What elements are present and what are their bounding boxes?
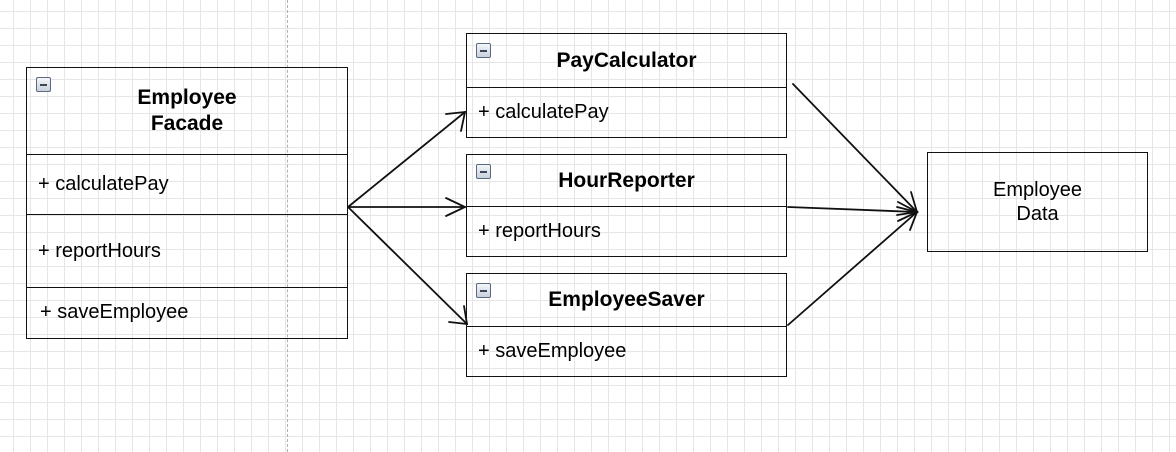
employee-saver-header[interactable]: EmployeeSaver: [467, 274, 786, 327]
class-title: EmployeeSaver: [548, 288, 705, 311]
class-title-line2: Facade: [150, 112, 224, 135]
class-title: HourReporter: [558, 168, 695, 192]
arrow-facade-to-hour-reporter: [347, 197, 468, 217]
method-report-hours[interactable]: + reportHours: [27, 215, 347, 288]
employee-facade-class[interactable]: Employee Facade + calculatePay + reportH…: [26, 67, 348, 339]
arrow-facade-to-pay-calculator: [347, 110, 467, 208]
collapse-icon[interactable]: [476, 43, 491, 58]
class-title: PayCalculator: [556, 48, 697, 72]
method-save-employee[interactable]: + saveEmployee: [478, 339, 627, 362]
collapse-icon[interactable]: [476, 283, 491, 298]
hour-reporter-header[interactable]: HourReporter: [467, 155, 786, 207]
arrow-facade-to-employee-saver: [347, 206, 469, 326]
method-save-employee[interactable]: + saveEmployee: [40, 301, 189, 323]
dashed-guide-line: [287, 0, 288, 452]
pay-calculator-class[interactable]: PayCalculator + calculatePay: [466, 33, 787, 138]
method-calculate-pay[interactable]: + calculatePay: [478, 100, 609, 123]
employee-saver-class[interactable]: EmployeeSaver + saveEmployee: [466, 273, 787, 377]
method-report-hours[interactable]: + reportHours: [478, 219, 601, 242]
collapse-icon[interactable]: [36, 77, 51, 92]
pay-calculator-header[interactable]: PayCalculator: [467, 34, 786, 88]
method-calculate-pay[interactable]: + calculatePay: [27, 155, 347, 215]
hour-reporter-class[interactable]: HourReporter + reportHours: [466, 154, 787, 257]
arrow-pay-calculator-to-data: [792, 83, 919, 214]
employee-data-box[interactable]: Employee Data: [927, 152, 1148, 252]
arrow-hour-reporter-to-data: [787, 201, 920, 222]
employee-facade-header[interactable]: Employee Facade: [27, 68, 347, 155]
class-title-line1: Employee: [137, 85, 237, 109]
arrow-employee-saver-to-data: [787, 210, 919, 326]
collapse-icon[interactable]: [476, 164, 491, 179]
